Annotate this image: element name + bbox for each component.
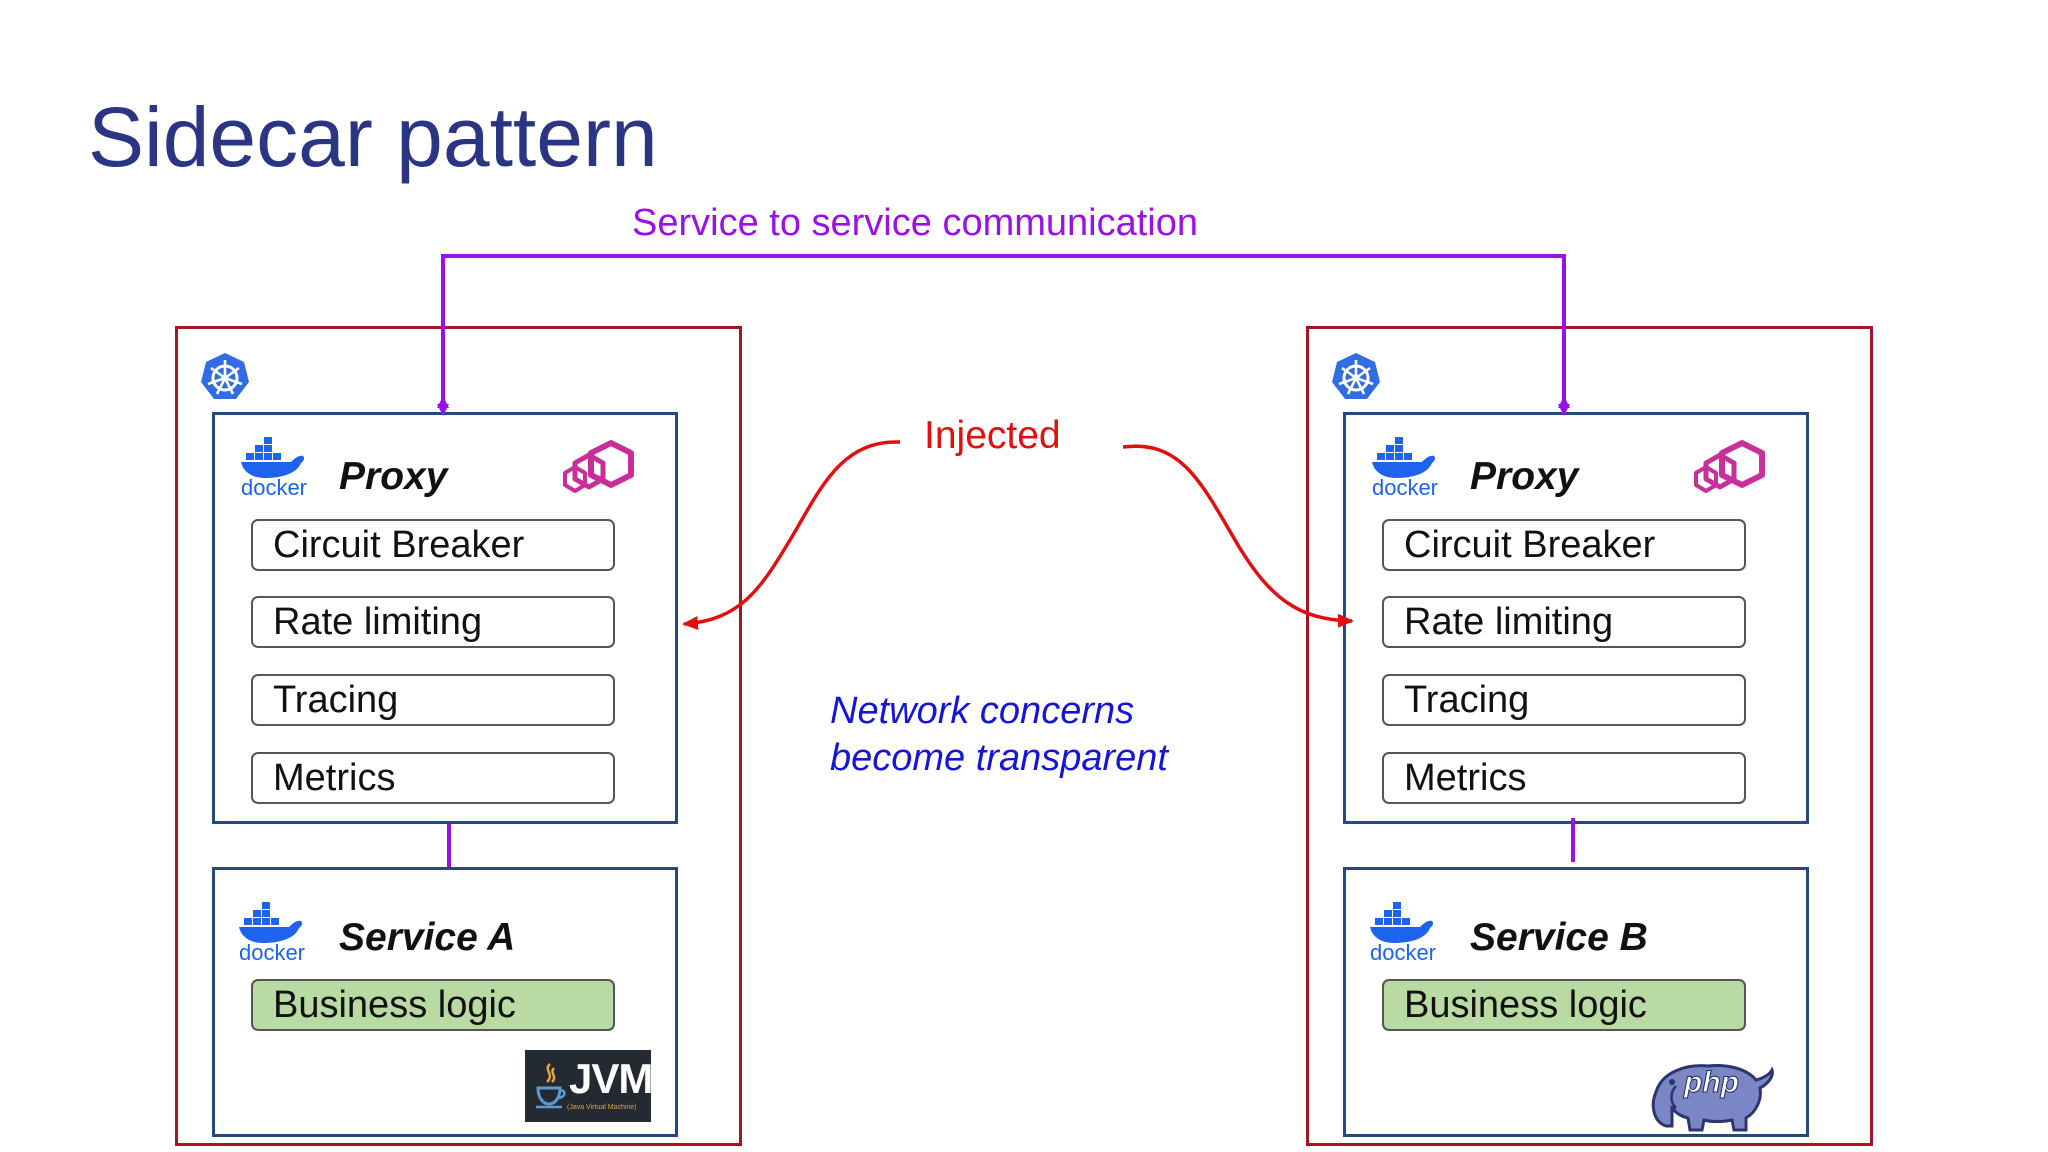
docker-label: docker: [240, 475, 308, 500]
business-logic: Business logic: [251, 979, 615, 1031]
docker-label: docker: [1369, 940, 1437, 965]
feature-tracing: Tracing: [1382, 674, 1746, 726]
jvm-logo: JVM (Java Virtual Machine): [525, 1050, 653, 1122]
communication-arrow: [441, 254, 1566, 412]
docker-icon: docker: [1362, 898, 1444, 965]
injected-arrow-right: [1122, 444, 1354, 628]
java-cup-icon: [536, 1063, 566, 1109]
jvm-logo-text: JVM: [569, 1055, 653, 1102]
php-elephant-icon: [1651, 1064, 1774, 1132]
feature-metrics: Metrics: [1382, 752, 1746, 804]
feature-rate-limiting: Rate limiting: [1382, 596, 1746, 648]
service-heading: Service A: [339, 916, 516, 959]
proxy-container-a: docker Proxy Circuit Breaker Rate limiti…: [212, 412, 678, 824]
envoy-icon: [563, 440, 634, 493]
docker-icon: docker: [231, 898, 313, 965]
injected-label: Injected: [924, 414, 1061, 457]
pod-b: [1306, 326, 1873, 1146]
proxy-heading: Proxy: [1470, 455, 1579, 498]
docker-label: docker: [1371, 475, 1439, 500]
communication-label: Service to service communication: [632, 202, 1198, 244]
business-logic: Business logic: [1382, 979, 1746, 1031]
injected-arrow-left: [682, 440, 901, 630]
kubernetes-icon: [201, 353, 249, 399]
service-heading: Service B: [1470, 916, 1648, 959]
docker-icon: docker: [233, 433, 315, 500]
proxy-heading: Proxy: [339, 455, 448, 498]
feature-metrics: Metrics: [251, 752, 615, 804]
kubernetes-icon: [1332, 353, 1380, 399]
service-container-a: docker Service A Business logic JVM (Jav…: [212, 867, 678, 1137]
docker-label: docker: [238, 940, 306, 965]
page-title: Sidecar pattern: [88, 90, 658, 184]
feature-circuit-breaker: Circuit Breaker: [251, 519, 615, 571]
docker-icon: docker: [1364, 433, 1446, 500]
php-logo: php: [1646, 1056, 1776, 1132]
feature-rate-limiting: Rate limiting: [251, 596, 615, 648]
network-note: Network concerns become transparent: [830, 688, 1168, 782]
network-note-line-1: Network concerns: [830, 690, 1135, 732]
feature-tracing: Tracing: [251, 674, 615, 726]
php-logo-text: php: [1684, 1066, 1740, 1100]
proxy-container-b: docker Proxy Circuit Breaker Rate limiti…: [1343, 412, 1809, 824]
network-note-line-2: become transparent: [830, 737, 1168, 779]
service-container-b: docker Service B Business logic php: [1343, 867, 1809, 1137]
envoy-icon: [1694, 440, 1765, 493]
pod-a: [175, 326, 742, 1146]
jvm-logo-subtext: (Java Virtual Machine): [567, 1104, 637, 1111]
feature-circuit-breaker: Circuit Breaker: [1382, 519, 1746, 571]
